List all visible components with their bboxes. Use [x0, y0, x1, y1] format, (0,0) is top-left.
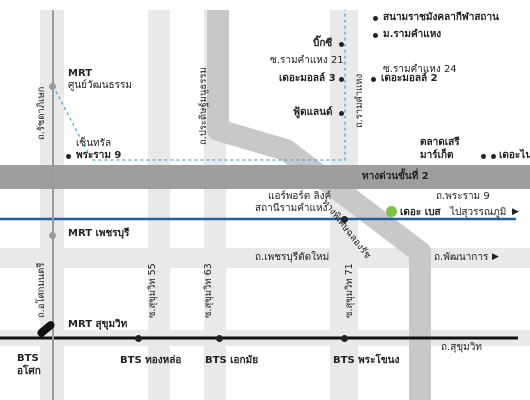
- label-foodland: ฟู้ดแลนด์: [293, 107, 333, 118]
- label-central: เซ็นทรัล: [76, 138, 112, 149]
- label-phetchaburi-new: ถ.เพชรบุรีตัดใหม่: [255, 252, 330, 263]
- label-market: มาร์เก็ต: [420, 150, 454, 161]
- label-mrt-phetchaburi: MRT เพชรบุรี: [68, 228, 130, 239]
- central-dot: [66, 154, 71, 159]
- label-expressway: ทางด่วนขั้นที่ 2: [362, 171, 429, 182]
- label-ramkhamhaeng-21: ซ.รามคำแหง 21: [270, 55, 344, 66]
- mrt-culture-station-dot: [49, 83, 56, 90]
- label-ratchadaphisek: ถ.รัชดาภิเษก: [36, 86, 47, 140]
- airport-link-station-dot: [341, 216, 348, 223]
- rajamangala-dot: [373, 16, 378, 21]
- phatthanakan-arrow-icon: ▶: [492, 252, 499, 262]
- foodland-dot: [339, 111, 344, 116]
- label-mrt-culture-name: ศูนย์วัฒนธรรม: [68, 80, 132, 91]
- expressway-band: [0, 165, 530, 189]
- road-phetchaburi-new: [0, 248, 530, 268]
- label-bts-thonglor: BTS ทองหล่อ: [120, 355, 182, 366]
- label-to-suvarnabhumi: ไปสุวรรณภูมิ: [450, 207, 507, 218]
- bts-phrakhanong-dot: [341, 335, 348, 342]
- dashed-route: [52, 10, 346, 161]
- label-big-c: บิ๊กซี: [313, 38, 333, 49]
- label-talat-seri: ตลาดเสรี: [420, 137, 460, 148]
- label-mrt-culture: MRT: [68, 68, 93, 79]
- the-mall3-dot: [339, 77, 344, 82]
- the-nine-dot-2: [491, 154, 496, 159]
- label-asok-montri: ถ.อโศกมนตรี: [36, 262, 47, 318]
- the-base-marker: [386, 206, 397, 217]
- diagonal-expressway: [207, 10, 431, 400]
- label-central-rama9: พระราม 9: [76, 150, 122, 161]
- label-bts-asok-2: อโศก: [17, 366, 41, 377]
- bts-ekkamai-dot: [216, 335, 223, 342]
- label-rajamangala: สนามราชมังคลากีฬาสถาน: [383, 12, 499, 23]
- mrt-phetchaburi-station-dot: [49, 232, 56, 239]
- suvarnabhumi-arrow-icon: ▶: [512, 207, 519, 217]
- label-sukhumvit: ถ.สุขุมวิท: [441, 342, 482, 353]
- label-the-mall2: เดอะมอลล์ 2: [381, 73, 438, 84]
- label-airport-link: แอร์พอร์ต ลิงค์: [268, 191, 332, 202]
- ram-univ-dot: [373, 33, 378, 38]
- label-rama9: ถ.พระราม 9: [436, 191, 490, 202]
- label-bts-asok-1: BTS: [17, 353, 39, 364]
- label-ramkhamhaeng-24: ซ.รามคำแหง 24: [383, 64, 457, 75]
- label-ram-univ: ม.รามคำแหง: [383, 29, 442, 40]
- the-nine-dot-1: [481, 154, 486, 159]
- label-phatthanakan: ถ.พัฒนาการ: [434, 252, 489, 263]
- label-mrt-sukhumvit: MRT สุขุมวิท: [68, 319, 128, 330]
- label-the-nine: เดอะไนน์: [499, 150, 530, 161]
- bts-thonglor-dot: [135, 335, 142, 342]
- big-c-dot: [339, 42, 344, 47]
- label-airport-link-station: สถานีรามคำแหง: [255, 203, 328, 214]
- label-the-base: เดอะ เบส: [400, 207, 441, 218]
- label-pradit-manutham: ถ.ประดิษฐ์มนูธรรม: [198, 67, 209, 145]
- road-pradit-manutham: [148, 10, 170, 400]
- the-mall2-dot: [371, 77, 376, 82]
- label-ramkhamhaeng: ถ.รามคำแหง: [354, 73, 365, 128]
- label-bts-phrakhanong: BTS พระโขนง: [333, 355, 400, 366]
- label-bts-ekkamai: BTS เอกมัย: [205, 355, 259, 366]
- label-sukhumvit-63: ซ.สุขุมวิท 63: [203, 263, 214, 318]
- label-the-mall3: เดอะมอลล์ 3: [279, 73, 336, 84]
- label-sukhumvit-55: ซ.สุขุมวิท 55: [147, 263, 158, 318]
- label-sukhumvit-71: ซ.สุขุมวิท 71: [344, 263, 355, 318]
